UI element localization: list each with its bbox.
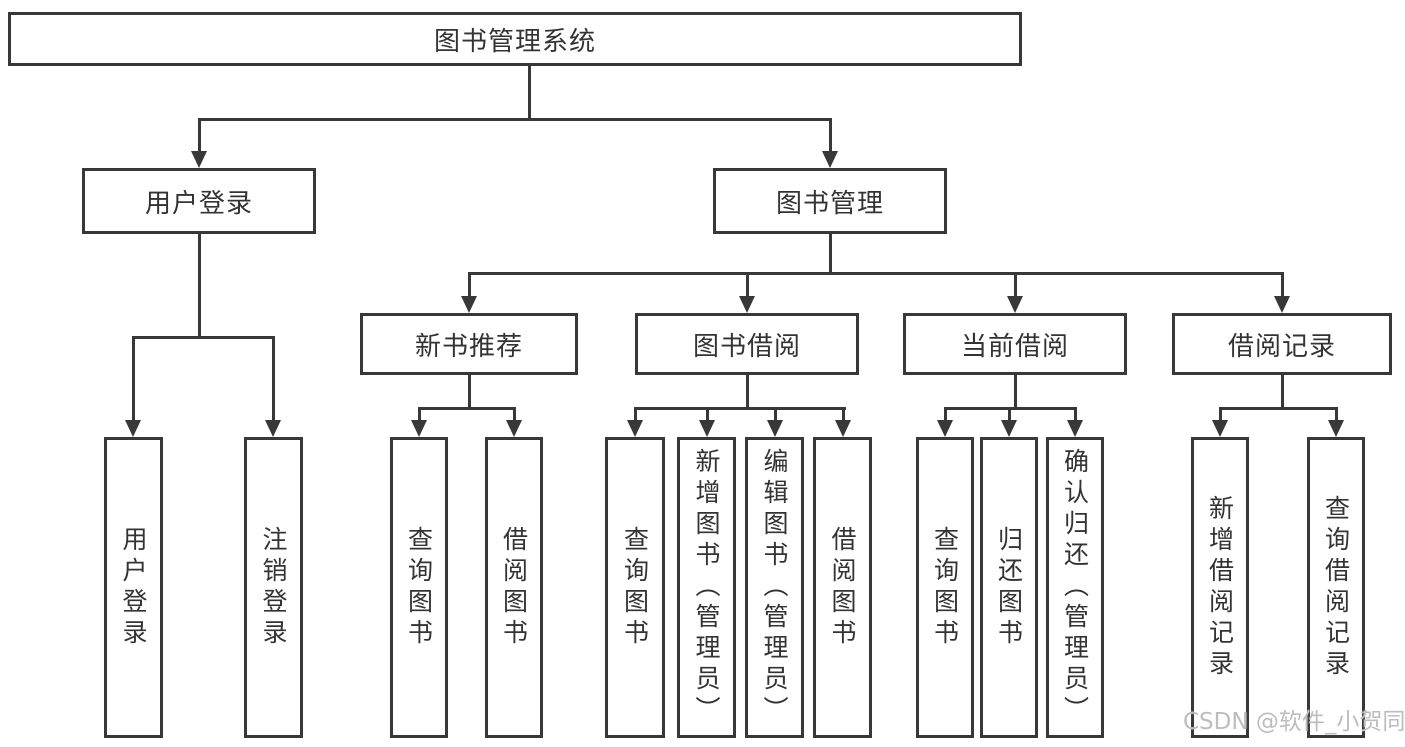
leaf-label: 用户登录	[119, 525, 148, 650]
connector-root-hline	[198, 118, 832, 121]
connector-stem	[513, 407, 516, 422]
leaf-label: 新增图书（管理员）	[692, 448, 721, 727]
connector-hline	[1219, 407, 1338, 410]
connector-stem	[1074, 407, 1077, 422]
connector-user-login-vline	[198, 234, 201, 336]
arrow-down-icon	[739, 296, 755, 313]
arrow-down-icon	[265, 420, 281, 437]
connector-book-management-vline	[829, 234, 832, 272]
leaf-add-borrow-record: 新增借阅记录	[1191, 437, 1249, 738]
arrow-down-icon	[835, 420, 851, 437]
arrow-down-icon	[125, 420, 141, 437]
leaf-edit-books-admin: 编辑图书（管理员）	[745, 437, 804, 738]
arrow-down-icon	[767, 420, 783, 437]
leaf-query-books-borrowing: 查询图书	[605, 437, 665, 738]
node-current-borrowing: 当前借阅	[903, 313, 1127, 375]
arrow-down-icon	[411, 420, 427, 437]
connector-hline	[634, 407, 846, 410]
leaf-return-books: 归还图书	[980, 437, 1038, 738]
arrow-down-icon	[822, 151, 838, 168]
node-book-borrowing: 图书借阅	[635, 313, 859, 375]
leaf-borrow-books-borrowing: 借阅图书	[813, 437, 872, 738]
arrow-down-icon	[1274, 296, 1290, 313]
leaf-label: 归还图书	[994, 525, 1024, 650]
arrow-down-icon	[1328, 420, 1344, 437]
connector-user-login-hline	[132, 336, 275, 339]
leaf-label: 借阅图书	[828, 525, 857, 650]
leaf-label: 注销登录	[259, 525, 288, 650]
leaf-label: 查询借阅记录	[1321, 494, 1351, 681]
leaf-label: 查询图书	[930, 525, 960, 650]
connector-stem	[634, 407, 637, 422]
leaf-label: 查询图书	[620, 525, 650, 650]
node-library-management-system: 图书管理系统	[8, 12, 1022, 66]
connector-stem	[418, 407, 421, 422]
connector-stem	[272, 336, 275, 421]
leaf-logout: 注销登录	[244, 437, 303, 738]
node-user-login: 用户登录	[82, 168, 316, 234]
arrow-down-icon	[461, 296, 477, 313]
node-new-book-recommend: 新书推荐	[360, 313, 578, 375]
connector-book-management-hline	[468, 272, 1284, 275]
leaf-confirm-return-admin: 确认归还（管理员）	[1046, 437, 1104, 738]
leaf-query-borrow-record: 查询借阅记录	[1307, 437, 1365, 738]
connector-root-vline	[528, 66, 531, 118]
leaf-user-login: 用户登录	[104, 437, 163, 738]
node-book-management: 图书管理	[713, 168, 947, 234]
connector-hline	[418, 407, 516, 410]
arrow-down-icon	[1007, 296, 1023, 313]
node-borrowing-records: 借阅记录	[1172, 313, 1392, 375]
leaf-label: 新增借阅记录	[1205, 494, 1235, 681]
leaf-query-books-recommend: 查询图书	[390, 437, 448, 738]
connector-vline	[468, 375, 471, 407]
csdn-watermark: CSDN @软件_小贺同学	[1183, 709, 1405, 735]
arrow-down-icon	[191, 151, 207, 168]
connector-stem	[746, 272, 749, 297]
leaf-label: 查询图书	[404, 525, 434, 650]
connector-stem	[198, 118, 201, 154]
connector-stem	[1335, 407, 1338, 422]
leaf-add-books-admin: 新增图书（管理员）	[677, 437, 736, 738]
connector-stem	[132, 336, 135, 421]
connector-vline	[746, 375, 749, 407]
connector-stem	[468, 272, 471, 297]
connector-stem	[1281, 272, 1284, 297]
arrow-down-icon	[1001, 420, 1017, 437]
leaf-borrow-books-recommend: 借阅图书	[485, 437, 543, 738]
connector-stem	[1219, 407, 1222, 422]
arrow-down-icon	[699, 420, 715, 437]
leaf-label: 编辑图书（管理员）	[760, 448, 789, 727]
leaf-label: 确认归还（管理员）	[1060, 448, 1090, 727]
arrow-down-icon	[1067, 420, 1083, 437]
leaf-query-books-current: 查询图书	[916, 437, 974, 738]
arrow-down-icon	[937, 420, 953, 437]
connector-stem	[944, 407, 947, 422]
connector-stem	[829, 118, 832, 154]
connector-stem	[774, 407, 777, 422]
connector-stem	[706, 407, 709, 422]
leaf-label: 借阅图书	[499, 525, 529, 650]
arrow-down-icon	[627, 420, 643, 437]
connector-stem	[1014, 272, 1017, 297]
connector-stem	[842, 407, 845, 422]
connector-vline	[1281, 375, 1284, 407]
arrow-down-icon	[506, 420, 522, 437]
arrow-down-icon	[1212, 420, 1228, 437]
connector-vline	[1014, 375, 1017, 407]
connector-stem	[1008, 407, 1011, 422]
